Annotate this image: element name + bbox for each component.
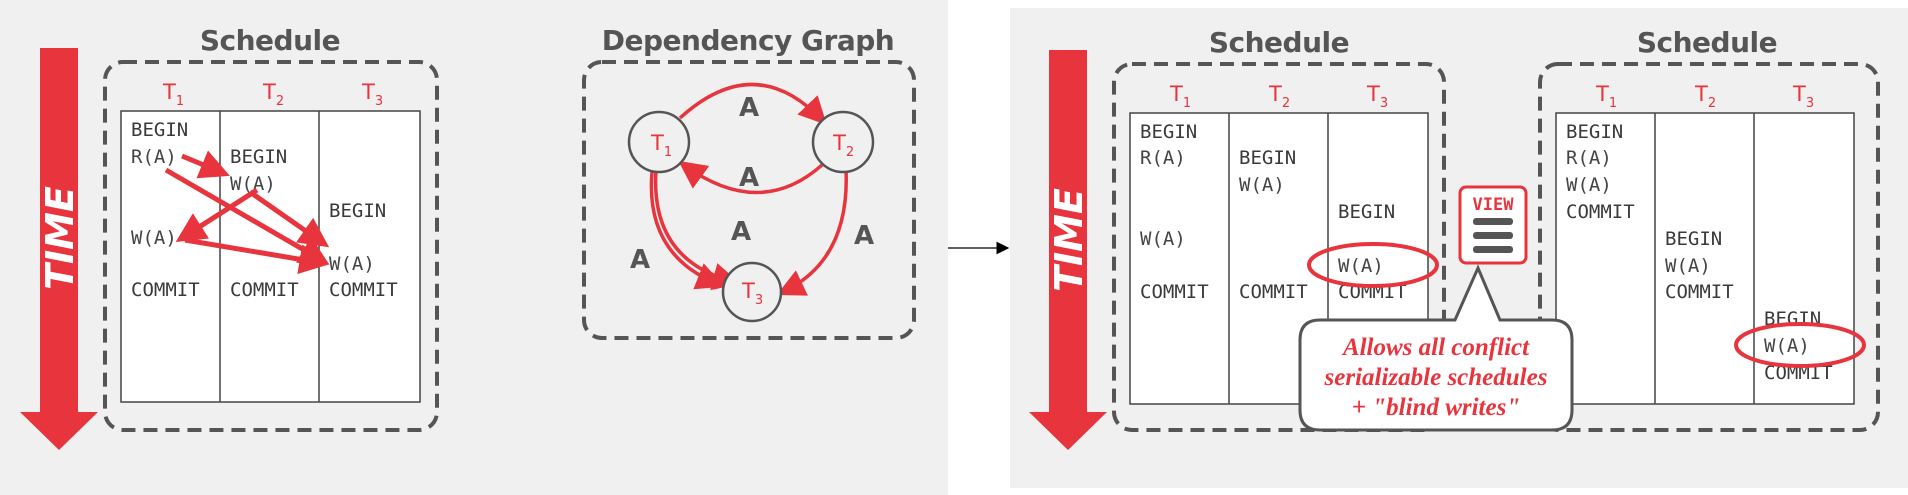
node-t3: T3 bbox=[721, 261, 783, 323]
callout-line-2: serializable schedules bbox=[1324, 364, 1548, 391]
conflict-arrows bbox=[164, 150, 330, 275]
callout-bubble: Allows all conflict serializable schedul… bbox=[1298, 264, 1574, 432]
op-commit-t1: COMMIT bbox=[131, 279, 200, 301]
svg-text:T3: T3 bbox=[741, 279, 763, 308]
node-t2: T2 bbox=[811, 110, 875, 174]
txn-header-b-t2: T2 bbox=[1694, 82, 1716, 111]
svg-text:T1: T1 bbox=[650, 131, 672, 160]
op-b-begin-t2: BEGIN bbox=[1665, 228, 1722, 250]
op-a-commit-t1: COMMIT bbox=[1140, 281, 1209, 303]
op-b-write-a-t1: W(A) bbox=[1566, 174, 1612, 196]
edge-label-t2-t1: A bbox=[739, 163, 759, 193]
op-a-begin-t3: BEGIN bbox=[1338, 201, 1395, 223]
svg-text:T2: T2 bbox=[832, 131, 854, 160]
op-a-begin-t1: BEGIN bbox=[1140, 121, 1197, 143]
callout-line-3: + "blind writes" bbox=[1352, 394, 1520, 421]
op-commit-t2: COMMIT bbox=[230, 279, 299, 301]
edge-label-t1-t2: A bbox=[739, 93, 759, 123]
txn-header-a-t1: T1 bbox=[1169, 82, 1191, 111]
txn-header-a-t2: T2 bbox=[1268, 82, 1290, 111]
edge-label-t2-t3: A bbox=[854, 221, 874, 251]
op-begin-t1: BEGIN bbox=[131, 119, 188, 141]
op-b-commit-t1: COMMIT bbox=[1566, 201, 1635, 223]
graph-edges bbox=[649, 82, 848, 296]
schedule-b-title: Schedule bbox=[1637, 26, 1777, 59]
op-a-write-a-t2: W(A) bbox=[1239, 174, 1285, 196]
op-b-write-a-t3: W(A) bbox=[1764, 335, 1810, 357]
op-a-write-a-t1: W(A) bbox=[1140, 228, 1186, 250]
dependency-graph: Dependency Graph A A A A A T1 T2 T3 bbox=[582, 24, 916, 340]
op-b-write-a-t2: W(A) bbox=[1665, 255, 1711, 277]
time-arrow-right: TIME bbox=[1029, 50, 1107, 450]
op-begin-t2: BEGIN bbox=[230, 146, 287, 168]
schedule-title: Schedule bbox=[200, 24, 340, 57]
op-write-a-t1: W(A) bbox=[131, 227, 177, 249]
view-badge-label: VIEW bbox=[1473, 195, 1515, 215]
highlight-blind-write-b bbox=[1734, 322, 1866, 368]
op-a-commit-t2: COMMIT bbox=[1239, 281, 1308, 303]
op-write-a-t2: W(A) bbox=[230, 173, 276, 195]
op-a-begin-t2: BEGIN bbox=[1239, 147, 1296, 169]
menu-icon bbox=[1473, 218, 1513, 253]
txn-header-b-t3: T3 bbox=[1792, 82, 1814, 111]
op-b-commit-t3: COMMIT bbox=[1764, 362, 1833, 384]
txn-header-t3: T3 bbox=[361, 80, 383, 109]
txn-header-a-t3: T3 bbox=[1366, 82, 1388, 111]
schedule-left: Schedule T1 T2 T3 BEGIN R(A) W(A) COMMIT… bbox=[103, 24, 439, 432]
txn-header-t1: T1 bbox=[162, 80, 184, 109]
op-write-a-t3: W(A) bbox=[329, 253, 375, 275]
edge-label-t1-t3-outer: A bbox=[630, 245, 650, 275]
txn-header-b-t1: T1 bbox=[1595, 82, 1617, 111]
op-b-begin-t1: BEGIN bbox=[1566, 121, 1623, 143]
view-badge: VIEW bbox=[1458, 185, 1528, 265]
op-commit-t3: COMMIT bbox=[329, 279, 398, 301]
schedule-a-title: Schedule bbox=[1209, 26, 1349, 59]
op-read-a-t1: R(A) bbox=[131, 146, 177, 168]
txn-header-t2: T2 bbox=[262, 80, 284, 109]
op-b-commit-t2: COMMIT bbox=[1665, 281, 1734, 303]
graph-title: Dependency Graph bbox=[602, 24, 894, 57]
op-a-read-a-t1: R(A) bbox=[1140, 147, 1186, 169]
op-begin-t3: BEGIN bbox=[329, 200, 386, 222]
highlight-blind-write-a bbox=[1307, 242, 1439, 288]
node-t1: T1 bbox=[627, 110, 691, 174]
time-label-right: TIME bbox=[1047, 188, 1091, 292]
op-a-write-a-t3: W(A) bbox=[1338, 255, 1384, 277]
callout-line-1: Allows all conflict bbox=[1341, 334, 1530, 361]
edge-label-t1-t3-inner: A bbox=[731, 217, 751, 247]
op-b-read-a-t1: R(A) bbox=[1566, 147, 1612, 169]
schedule-view-b: Schedule T1 T2 T3 BEGIN R(A) W(A) COMMIT… bbox=[1538, 26, 1880, 432]
time-label-left: TIME bbox=[38, 186, 82, 290]
time-arrow-left: TIME bbox=[20, 48, 98, 450]
